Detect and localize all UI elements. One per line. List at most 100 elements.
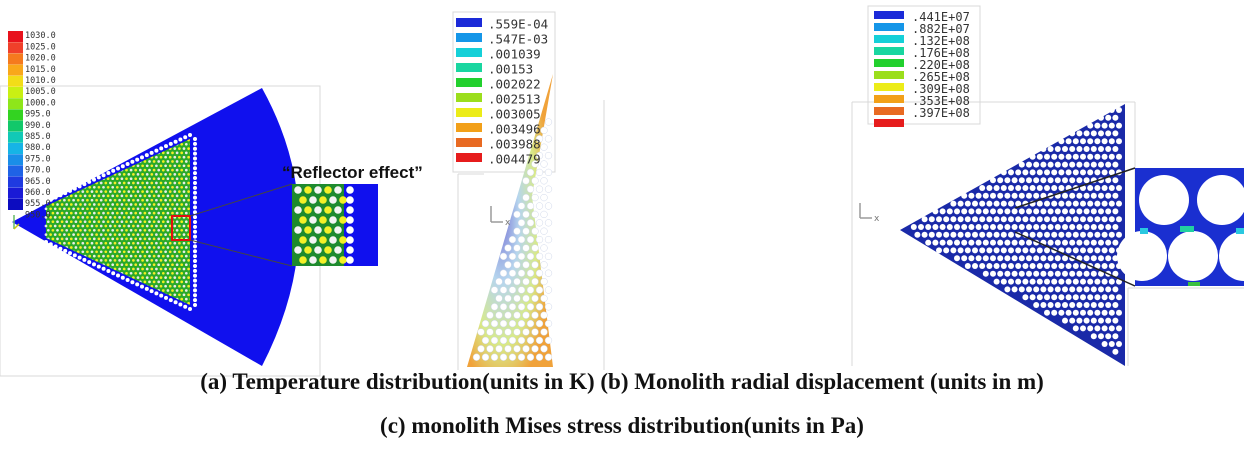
hole: [67, 198, 71, 202]
hole: [164, 284, 167, 288]
hole: [164, 276, 167, 279]
hole: [540, 177, 548, 185]
hole: [1087, 309, 1094, 316]
hole: [499, 269, 508, 277]
hole: [535, 336, 544, 345]
hole: [173, 233, 177, 236]
legend-swatch: [8, 199, 23, 210]
hole: [1090, 317, 1097, 324]
hole: [44, 233, 48, 236]
hole: [1026, 208, 1032, 215]
hole: [1022, 278, 1029, 285]
hole: [1058, 278, 1065, 285]
hole: [76, 155, 80, 159]
hole: [155, 198, 158, 202]
hole: [918, 224, 924, 230]
hole: [138, 185, 142, 189]
hole: [152, 168, 156, 172]
hole: [53, 250, 57, 254]
hole: [171, 246, 174, 249]
hole: [70, 306, 73, 309]
hole: [1087, 153, 1094, 160]
hole: [324, 226, 332, 234]
hole: [125, 277, 130, 282]
hole: [145, 241, 149, 245]
hole: [1069, 208, 1076, 215]
hole: [184, 142, 188, 146]
hole: [56, 254, 59, 258]
hole: [1116, 341, 1122, 347]
hole: [1058, 200, 1065, 207]
hole: [102, 289, 105, 292]
hole: [982, 192, 989, 199]
hole: [161, 177, 165, 181]
hole: [175, 168, 179, 172]
hole: [60, 185, 64, 189]
hole: [60, 168, 64, 172]
hole: [178, 224, 181, 228]
hole: [1080, 294, 1086, 301]
hole: [334, 226, 342, 234]
hole: [187, 155, 190, 159]
hole: [102, 280, 105, 284]
hole: [1044, 294, 1050, 301]
panel-b-hole-pattern: [472, 118, 553, 361]
hole: [106, 246, 110, 249]
hole: [65, 228, 69, 232]
hole: [150, 233, 154, 236]
hole: [125, 185, 128, 189]
hole: [161, 160, 165, 163]
hole: [1022, 263, 1029, 269]
hole: [314, 206, 322, 214]
hole: [83, 177, 87, 181]
legend-label: .265E+08: [912, 70, 970, 84]
hole: [193, 205, 197, 210]
hole: [193, 141, 197, 146]
hole: [1040, 224, 1047, 230]
hole: [127, 224, 131, 228]
hole: [122, 293, 126, 297]
panel-c-mises-stress: x .441E+07.882E+07.132E+08.176E+08.220E+…: [851, 5, 1244, 366]
legend-swatch: [874, 47, 904, 55]
hole: [1047, 208, 1054, 215]
hole: [499, 252, 508, 261]
hole: [180, 228, 184, 232]
hole: [184, 194, 188, 198]
hole: [83, 246, 87, 249]
hole: [115, 220, 119, 224]
hole: [1116, 309, 1122, 316]
hole: [67, 241, 71, 245]
hole: [155, 250, 158, 254]
hole: [51, 271, 55, 275]
hole: [76, 173, 80, 176]
hole: [1004, 286, 1011, 293]
hole: [972, 216, 978, 223]
hole: [53, 284, 57, 288]
hole: [522, 277, 530, 286]
hole: [1112, 177, 1119, 184]
hole: [49, 267, 52, 271]
hole: [1062, 192, 1068, 199]
hole: [90, 173, 94, 176]
hole: [1026, 224, 1032, 230]
hole: [122, 233, 126, 236]
hole: [102, 246, 105, 249]
hole: [1101, 122, 1108, 129]
hole: [513, 328, 521, 336]
hole: [178, 302, 183, 307]
hole: [1087, 138, 1094, 145]
hole: [544, 185, 553, 193]
hole: [1069, 161, 1076, 168]
hole: [1058, 153, 1065, 160]
hole: [92, 151, 96, 155]
hole: [118, 190, 121, 193]
hole: [526, 303, 535, 311]
hole: [168, 141, 173, 146]
hole: [1011, 208, 1018, 215]
hole: [63, 259, 66, 262]
hole: [495, 328, 503, 336]
hole: [499, 286, 508, 294]
hole: [173, 259, 177, 262]
legend-c: .441E+07.882E+07.132E+08.176E+08.220E+08…: [874, 10, 970, 127]
hole: [125, 220, 128, 224]
